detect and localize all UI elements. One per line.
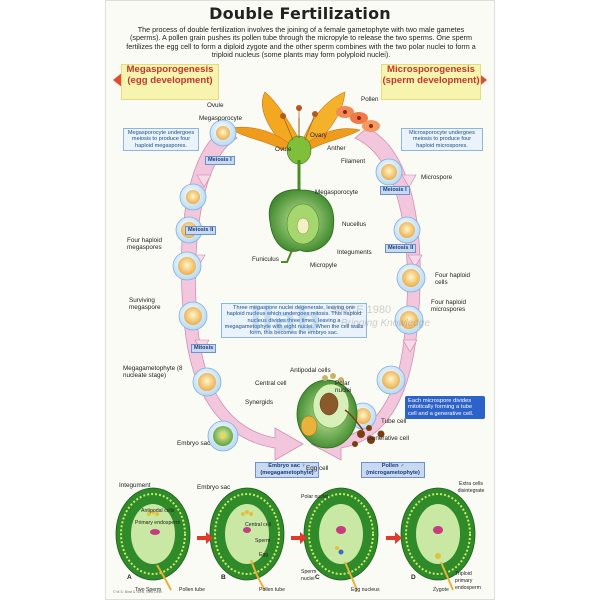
microsporocyte-meiosis-note: Microsporocyte undergoes meiosis to prod… (401, 128, 483, 151)
bottom-triploid-label: Triploid primary endosperm (455, 571, 481, 591)
watermark-since: SINCE 1980 (330, 304, 392, 316)
pollen-tube-line (344, 409, 364, 431)
stage-d (400, 487, 476, 591)
watermark-tagline: Bringing Knowledge (341, 318, 430, 329)
megasporocyte-meiosis-note: Megasporocyte undergoes meiosis to produ… (123, 128, 199, 151)
stage-letter-c: C (315, 574, 320, 581)
microsporogenesis-title: Microsporogenesis (387, 64, 475, 75)
nucellus-label: Nucellus (342, 221, 367, 228)
bottom-sperm-label: Sperm (255, 538, 271, 544)
four-haploid-cells-label: Four haploid cells (435, 272, 471, 286)
bottom-egg-nucleus-label: Egg nucleus (351, 587, 380, 593)
mitosis-tag: Mitosis (191, 344, 217, 353)
meiosis-two-tag-right: Meiosis II (385, 244, 417, 253)
microspore-division-note: Each microspore divides mitotically form… (405, 396, 485, 420)
megasporogenesis-subtitle: (egg development) (127, 74, 213, 86)
bottom-pollen-tube-b-label: Pollen tube (259, 587, 285, 593)
bottom-sperm-nuclei-label: Sperm nuclei (301, 569, 317, 582)
microspore-label: Microspore (421, 174, 453, 181)
megagametophyte-label: Megagametophyte (8 nucleate stage) (123, 365, 183, 379)
central-cell-label: Central cell (255, 380, 287, 387)
diagram-artwork (113, 72, 487, 591)
footer-credit: © M.S. Birat & Sons, New Delhi (113, 590, 163, 594)
anther-label: Anther (327, 145, 346, 152)
pollen-microgametophyte-tag: Pollen ♂ (microgametophyte) (361, 462, 425, 478)
bottom-extra-cells-label: Extra cells disintegrate (457, 481, 485, 494)
stage-letter-d: D (411, 574, 416, 581)
megasporogenesis-title: Megasporogenesis (126, 64, 214, 75)
megasporogenesis-banner: Megasporogenesis (egg development) (121, 64, 219, 100)
central-embryo-sac (296, 373, 358, 449)
egg-cell-label: Egg cell (306, 465, 329, 472)
microsporogenesis-subtitle: (sperm development) (382, 74, 480, 86)
flower-illustration (229, 91, 361, 200)
pollen-grains (352, 425, 385, 447)
pollen-label: Pollen (361, 96, 379, 103)
bottom-two-sperm-label: Two Sperm (135, 587, 162, 593)
megaspore-degeneration-note: Three megaspore nuclei degenerate, leavi… (221, 303, 367, 339)
bottom-embryo-sac-label: Embryo sac (197, 484, 231, 491)
funiculus-label: Funiculus (252, 256, 279, 263)
stage-c (303, 487, 379, 591)
bottom-polar-nuclei-label: Polar nuclei (301, 494, 329, 500)
filament-label: Filament (341, 158, 366, 165)
stage-letter-b: B (221, 574, 226, 581)
meiosis-one-tag-left: Meiosis I (205, 156, 235, 165)
four-haploid-megaspores-label: Four haploid megaspores (127, 237, 163, 251)
bottom-stages (115, 487, 476, 591)
surviving-megaspore-label: Surviving megaspore (129, 297, 161, 311)
stage-arrows (197, 532, 402, 544)
bottom-primary-endosperm-label: Primary endosperm (135, 520, 181, 526)
megasporocyte-label: Megasporocyte (199, 115, 243, 122)
integuments-label: Integuments (337, 249, 372, 256)
watermark-logo: llab (250, 300, 321, 340)
micropyle-label: Micropyle (310, 262, 337, 269)
left-banner-arrow (113, 72, 127, 88)
four-haploid-microspores-label: Four haploid microspores (431, 299, 467, 313)
left-cycle-cells (178, 126, 233, 446)
double-fertilization-chart: Double Fertilization The process of doub… (105, 0, 495, 600)
intro-paragraph: The process of double fertilization invo… (126, 25, 476, 60)
bottom-pollen-tube-a-label: Pollen tube (179, 587, 205, 593)
right-cycle-cells (355, 164, 420, 424)
ovary-label: Ovary (310, 132, 327, 139)
detail-megasporocyte-label: Megasporocyte (315, 189, 359, 196)
generative-cell-label: Generative cell (367, 435, 409, 442)
bottom-antipodal-label: Antipodal cells (141, 508, 175, 514)
stage-b (209, 487, 285, 591)
antipodal-cells-label: Antipodal cells (290, 367, 331, 374)
ovule-label: Ovule (275, 146, 292, 153)
ovule-detail (268, 189, 335, 263)
bottom-central-cell-label: Central cell (245, 522, 271, 528)
bottom-integument-label: Integument (119, 482, 151, 489)
bottom-zygote-label: Zygote (433, 587, 449, 593)
chart-title: Double Fertilization (209, 4, 391, 23)
ovule-top-label: Ovule (207, 102, 224, 109)
pollen-cluster (336, 106, 380, 132)
microsporogenesis-banner: Microsporogenesis (sperm development) (381, 64, 481, 100)
stage-letter-a: A (127, 574, 132, 581)
synergids-label: Synergids (245, 399, 274, 406)
bottom-egg-label: Egg (259, 552, 269, 558)
tube-cell-label: Tube cell (381, 418, 407, 425)
polar-nuclei-label: Polar nuclei (335, 380, 352, 394)
meiosis-two-tag-left: Meiosis II (185, 226, 217, 235)
embryo-sac-megagametophyte-tag: Embryo sac ♀ (megagametophyte) (255, 462, 319, 478)
meiosis-one-tag-right: Meiosis I (380, 186, 410, 195)
stage-a (115, 487, 191, 591)
embryo-sac-label: Embryo sac (177, 440, 211, 447)
